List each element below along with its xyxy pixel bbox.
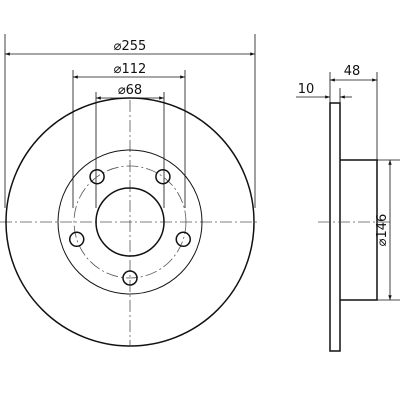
bolt-hole [68,231,85,248]
outer-disc-circle [5,97,255,347]
bolt-hole [122,270,138,286]
front-view: ⌀255 ⌀112 ⌀68 [0,34,260,347]
bolt-hole [175,231,192,248]
center-bore-circle [95,187,165,257]
bolt-hole [155,168,171,185]
hub-diameter-label: ⌀146 [375,214,390,247]
height-dimension: 48 [329,64,378,160]
bolt-circle-dimension: ⌀112 [72,62,186,208]
bolt-holes [68,168,192,286]
bolt-circle-label: ⌀112 [114,62,147,77]
bore-label: ⌀68 [118,83,142,98]
outer-diameter-dimension: ⌀255 [4,34,256,208]
thickness-label: 10 [298,82,315,97]
hub-profile [340,159,378,301]
thickness-dimension: 10 [296,82,352,110]
bolt-hole [89,168,105,185]
outer-diameter-label: ⌀255 [114,39,147,54]
hub-diameter-dimension: ⌀146 [375,159,400,301]
height-label: 48 [344,64,361,79]
bolt-pitch-circle [73,165,187,279]
side-view: 48 10 ⌀146 [296,64,400,352]
hub-circle [57,149,203,295]
disc-profile [329,102,341,352]
